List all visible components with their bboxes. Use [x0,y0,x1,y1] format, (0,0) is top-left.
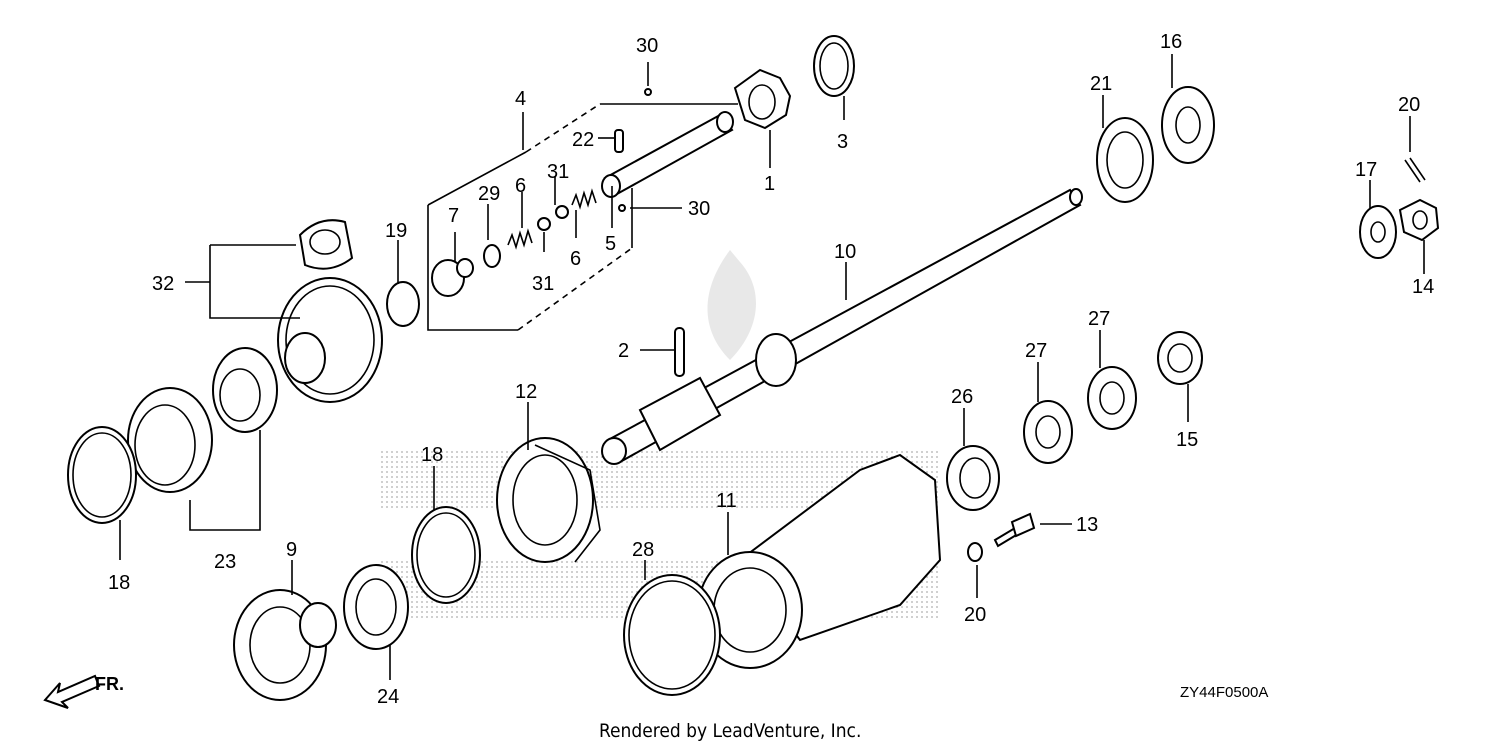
oil-seal-27-left [1023,400,1073,464]
render-credit: Rendered by LeadVenture, Inc. [599,720,861,742]
tapered-bearing-23 [127,347,278,493]
washer-20 [967,542,983,562]
shim-18-center [411,506,481,604]
needle-bearing-25 [946,445,1000,511]
washer-16 [1161,86,1215,164]
ring-19 [386,281,420,327]
callout-5: 5 [605,233,616,255]
callout-30-right: 30 [688,198,710,220]
clip-29 [483,244,501,268]
callout-4: 4 [515,88,526,110]
callout-1: 1 [764,173,775,195]
ball-bearing-24 [343,564,409,650]
callout-labels: 30 4 22 31 29 6 7 19 31 6 5 30 1 3 32 10… [108,31,1434,708]
plunger-7 [431,258,474,297]
callout-19: 19 [385,220,407,242]
direction-label: FR. [95,674,124,694]
callout-12: 12 [515,381,537,403]
callout-10: 10 [834,241,856,263]
spacer-15 [1157,331,1203,385]
diagram-code: ZY44F0500A [1180,684,1268,701]
bevel-gear-9 [233,589,337,701]
callout-14: 14 [1412,276,1434,298]
callout-20: 20 [964,604,986,626]
callout-25: 26 [951,386,973,408]
callout-21: 20 [1398,94,1420,116]
pinion-gear-32 [298,219,354,270]
callout-18-left: 18 [108,572,130,594]
callout-30-top: 30 [636,35,658,57]
drive-gear-32 [277,277,383,403]
callout-16: 16 [1160,31,1182,53]
shift-assembly-outline [427,103,738,331]
callout-7: 7 [448,205,459,227]
callout-26: 22 [572,129,594,151]
callout-11: 11 [716,490,737,512]
o-ring-28 [623,574,721,696]
pin-2 [674,327,685,377]
springs-and-balls [507,88,652,250]
callout-23: 23 [214,551,236,573]
front-direction-arrow-icon: FR. [43,674,124,709]
callout-2: 2 [618,340,629,362]
bearing-holder-12 [496,437,601,563]
callout-28: 28 [632,539,654,561]
shift-rod [601,111,734,198]
callout-29: 29 [478,183,500,205]
callout-13: 13 [1076,514,1098,536]
bolt-13 [993,512,1036,548]
callout-31-top: 31 [547,161,569,183]
callout-22: 21 [1090,73,1112,95]
leader-lines [119,54,1425,680]
cotter-pin-21 [1404,157,1426,183]
callout-31-bottom: 31 [532,273,554,295]
callout-17: 17 [1355,159,1377,181]
callout-3: 3 [837,131,848,153]
nut-14 [1398,198,1440,242]
propeller-shaft-10 [601,188,1083,465]
callout-6-bottom: 6 [570,248,581,270]
callout-9: 9 [286,539,297,561]
callout-27-left: 27 [1025,340,1047,362]
oil-seal-27-right [1087,366,1137,430]
shim-18-left [67,426,137,524]
callout-27-right: 27 [1088,308,1110,330]
washer-17 [1359,205,1397,259]
callout-32: 32 [152,273,174,295]
pin-26 [614,129,624,153]
thrust-bearing-22 [1096,117,1154,203]
callout-24: 24 [377,686,399,708]
dog-clutch-1 [733,68,792,130]
callout-15: 15 [1176,429,1198,451]
callout-18-center: 18 [421,444,443,466]
housing-11 [697,453,942,669]
callout-6-top: 6 [515,175,526,197]
